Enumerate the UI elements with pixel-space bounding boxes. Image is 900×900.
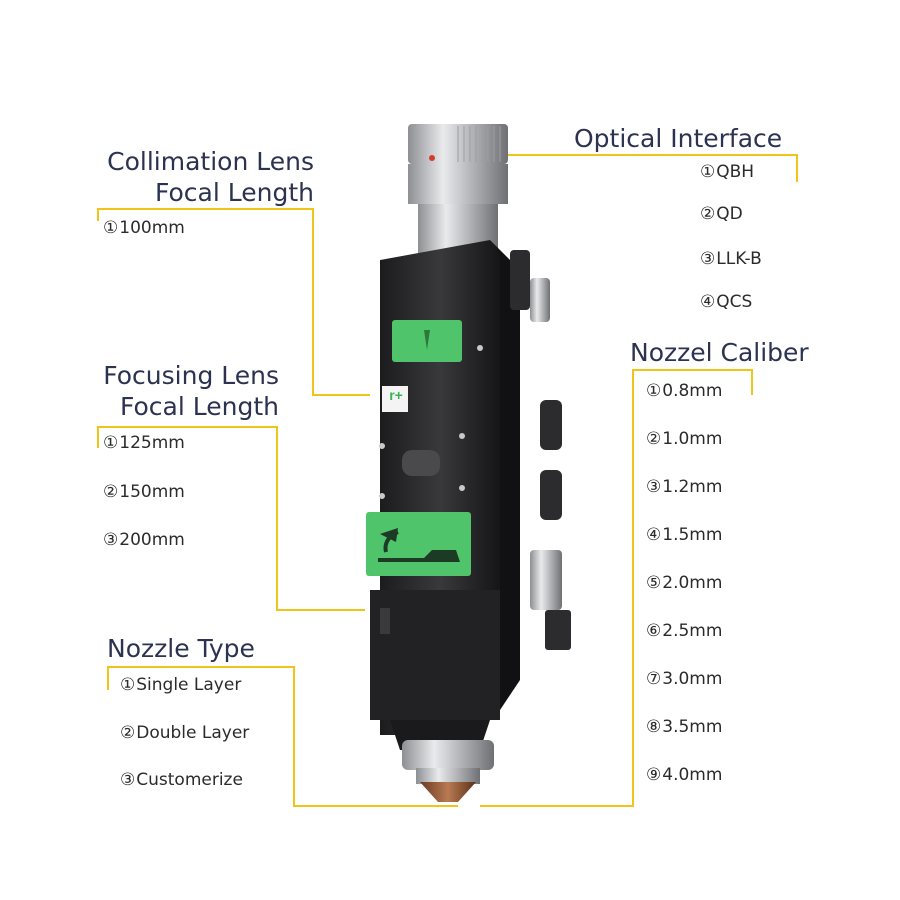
focusing-option: ①125mm — [103, 433, 185, 453]
optical-interface-option: ①QBH — [700, 162, 755, 182]
nozzle-type-option: ①Single Layer — [120, 675, 242, 695]
qbh-connector — [408, 124, 508, 254]
nozzle-caliber-option: ⑧3.5mm — [646, 717, 723, 737]
nozzle-caliber-option: ⑦3.0mm — [646, 669, 723, 689]
brand-logo: r+ — [389, 387, 403, 403]
focusing-title-line2: Focal Length — [120, 392, 279, 421]
laser-head-illustration — [366, 124, 571, 802]
optical-interface-option: ②QD — [700, 204, 743, 224]
nozzle-caliber-option: ①0.8mm — [646, 381, 723, 401]
collimation-title-line2: Focal Length — [155, 178, 314, 207]
head-body — [366, 240, 520, 735]
nozzle-caliber-option: ⑥2.5mm — [646, 621, 723, 641]
collimation-title-line1: Collimation Lens — [107, 147, 314, 176]
nozzle-type-option: ③Customerize — [120, 770, 243, 790]
nozzle-caliber-title: Nozzel Caliber — [630, 338, 809, 367]
focusing-title: Focusing Lens Focal Length — [60, 360, 279, 422]
optical-interface-title: Optical Interface — [574, 124, 783, 153]
nozzle-caliber-option: ⑤2.0mm — [646, 573, 723, 593]
nozzle-caliber-option: ⑨4.0mm — [646, 765, 723, 785]
nozzle-type-title: Nozzle Type — [107, 634, 255, 663]
nozzle-caliber-option: ②1.0mm — [646, 429, 723, 449]
collimation-title: Collimation Lens Focal Length — [70, 146, 314, 208]
nozzle-assembly — [390, 720, 494, 802]
optical-interface-option: ③LLK-B — [700, 249, 762, 269]
focusing-option: ②150mm — [103, 482, 185, 502]
focusing-title-line1: Focusing Lens — [103, 361, 279, 390]
nozzle-caliber-option: ③1.2mm — [646, 477, 723, 497]
side-fittings — [510, 250, 571, 650]
nozzle-type-option: ②Double Layer — [120, 723, 250, 743]
nozzle-caliber-option: ④1.5mm — [646, 525, 723, 545]
focusing-option: ③200mm — [103, 530, 185, 550]
collimation-option: ①100mm — [103, 218, 185, 238]
optical-interface-option: ④QCS — [700, 292, 753, 312]
